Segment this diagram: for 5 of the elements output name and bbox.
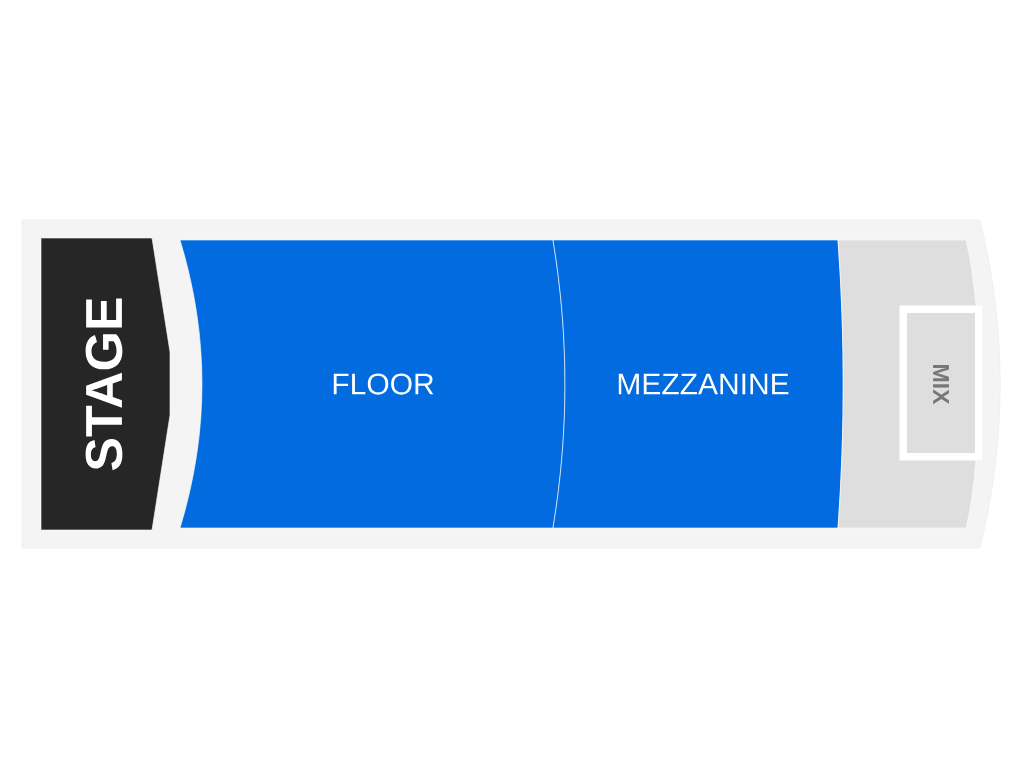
stage-area: STAGE [40, 237, 171, 531]
standing-area [837, 239, 977, 529]
seating-section: FLOOR [179, 239, 566, 529]
seating-section: MEZZANINE [552, 239, 844, 529]
mix-booth: MIX [899, 305, 983, 461]
